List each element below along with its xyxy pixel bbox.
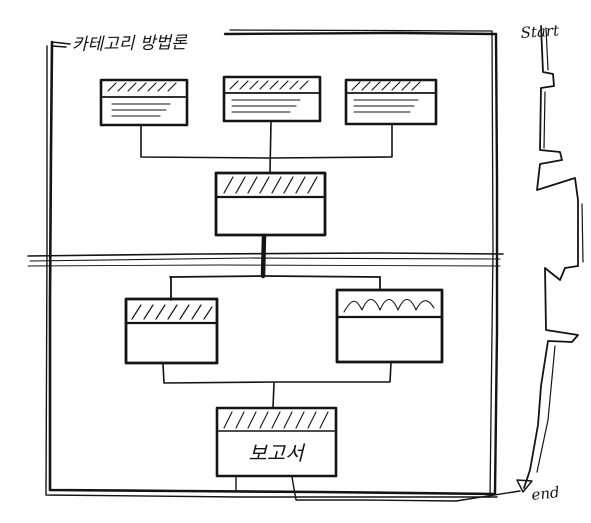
top-box-left [99,78,189,127]
diagram-title: 카테고리 방법론 [72,33,189,55]
lower-box-right [335,288,444,364]
top-box-right [344,78,438,126]
lower-box-left [124,297,219,365]
right-flow-path [516,25,584,493]
start-label: Start [520,21,561,42]
lower-connectors [162,362,392,409]
central-trunk [169,233,381,301]
bottom-report-box [215,406,521,502]
top-connectors [140,121,393,173]
section-divider [27,252,504,267]
central-box [214,171,327,237]
bottom-box-label: 보고서 [248,441,306,465]
end-label: end [531,483,561,504]
top-box-middle [222,75,322,123]
outer-frame [45,29,499,498]
